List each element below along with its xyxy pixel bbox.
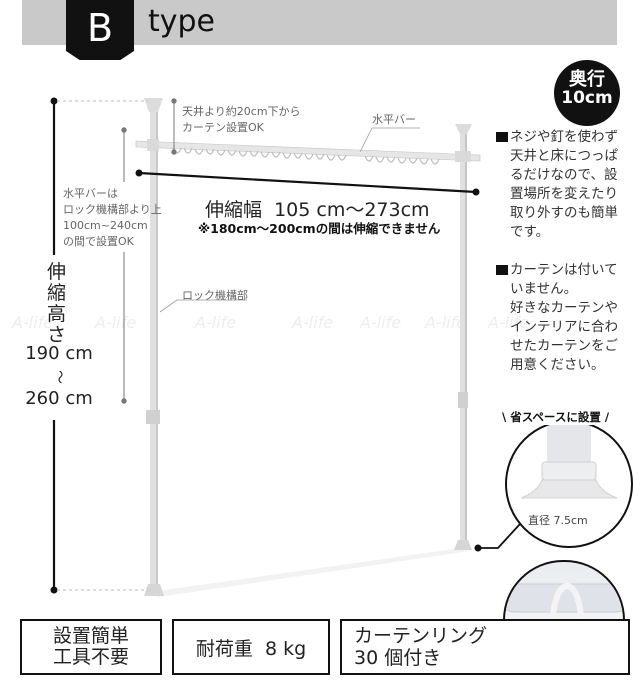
width-range-note: ※180cm〜200cmの間は伸縮できません xyxy=(198,221,441,236)
bullet-square-icon xyxy=(496,132,508,142)
height-label-vertical: 伸縮高さ xyxy=(47,261,67,346)
type-title: type xyxy=(148,4,216,39)
base-detail-circle xyxy=(505,420,633,548)
horizontal-bar-annotation: 水平バー xyxy=(372,113,416,126)
ceiling-offset-marker xyxy=(171,98,177,155)
type-badge: B xyxy=(66,0,134,60)
height-dimension xyxy=(50,97,148,594)
depth-value: 10cm xyxy=(561,87,613,108)
feature-curtain-rings: カーテンリング 30 個付き xyxy=(340,619,630,675)
feature-notes: ネジや釘を使わず 天井と床につっぱ るだけなので、設 置場所を変えたり 取り外す… xyxy=(496,128,631,394)
height-separator: 〜 xyxy=(51,370,67,384)
pole-base-illustration xyxy=(520,422,618,499)
depth-badge: 奥行 10cm xyxy=(554,60,620,126)
lock-mechanism-annotation: ロック機構部 xyxy=(182,289,248,302)
width-dimension xyxy=(135,169,480,196)
feature-easy-install: 設置簡単 工具不要 xyxy=(20,619,162,675)
height-max: 260 cm xyxy=(25,388,93,409)
svg-text:A-life: A-life xyxy=(11,313,53,332)
diameter-label: 直径 7.5cm xyxy=(528,514,588,527)
svg-text:A-life: A-life xyxy=(94,313,136,332)
horizontal-bar-range-annotation: 水平バーは ロック機構部より上 100cm~240cm の間で設置OK xyxy=(63,187,162,248)
height-range: 190 cm 〜 260 cm xyxy=(20,343,98,410)
svg-text:A-life: A-life xyxy=(487,313,529,332)
svg-text:A-life: A-life xyxy=(424,313,466,332)
left-pole xyxy=(144,98,164,596)
svg-text:A-life: A-life xyxy=(194,313,236,332)
note-text: ネジや釘を使わず 天井と床につっぱ るだけなので、設 置場所を変えたり 取り外す… xyxy=(510,129,618,240)
horizontal-bar xyxy=(135,139,481,162)
note-item: ネジや釘を使わず 天井と床につっぱ るだけなので、設 置場所を変えたり 取り外す… xyxy=(496,128,631,242)
feature-load-capacity: 耐荷重 8 kg xyxy=(172,619,330,675)
space-saving-text: 省スペースに設置 xyxy=(510,410,601,424)
right-pole xyxy=(454,124,472,550)
slash-left-icon: \ xyxy=(502,410,511,424)
height-min: 190 cm xyxy=(25,343,93,364)
watermark-row: A-life A-life A-life A-life A-life A-life A-l… xyxy=(11,313,529,332)
space-saving-label: \ 省スペースに設置 / xyxy=(500,409,612,425)
slash-right-icon: / xyxy=(600,410,610,424)
bullet-square-icon xyxy=(496,265,508,275)
svg-text:A-life: A-life xyxy=(359,313,401,332)
note-item: カーテンは付いて いません。 好きなカーテンや インテリアに合わ せたカーテンを… xyxy=(496,261,631,375)
svg-text:A-life: A-life xyxy=(291,313,333,332)
width-range-label: 伸縮幅 105 cm〜273cm xyxy=(205,199,430,221)
depth-label: 奥行 xyxy=(569,69,605,90)
hbar-range-dimension xyxy=(121,127,127,404)
ceiling-offset-annotation: 天井より約20cm下から カーテン設置OK xyxy=(182,105,301,134)
note-text: カーテンは付いて いません。 好きなカーテンや インテリアに合わ せたカーテンを… xyxy=(510,262,618,373)
